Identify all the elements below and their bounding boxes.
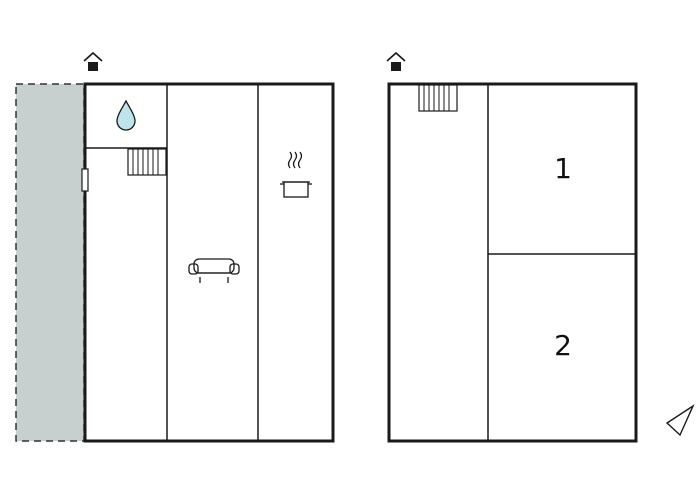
bedroom-2-label: 2 [554, 329, 572, 362]
entrance-house-icon [83, 51, 103, 71]
north-arrow-icon [665, 404, 695, 437]
stairs-icon [418, 84, 458, 112]
stairs-icon [127, 148, 167, 176]
upper-floor-plan: 1 2 [386, 51, 638, 443]
entrance-house-icon [386, 51, 406, 71]
cooking-pot-kitchen-icon [280, 151, 312, 198]
ground-floor-outer-wall [83, 82, 335, 443]
door-icon [81, 168, 89, 192]
sofa-living-room-icon [188, 258, 240, 283]
water-drop-bathroom-icon [116, 99, 136, 131]
upper-floor-outer-wall [387, 82, 638, 443]
terrace-area [15, 83, 85, 442]
ground-floor-plan [15, 51, 335, 443]
bedroom-1-label: 1 [554, 152, 572, 185]
